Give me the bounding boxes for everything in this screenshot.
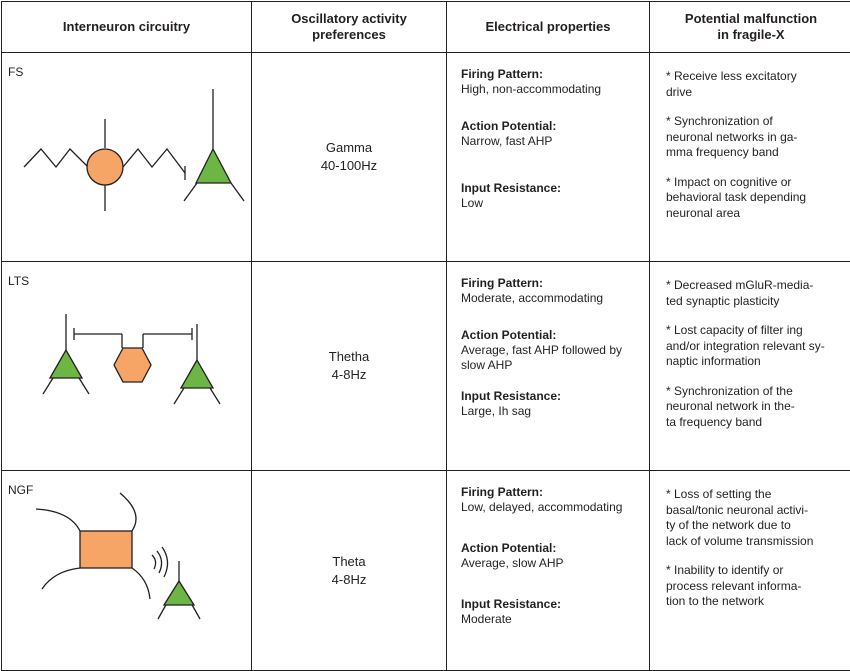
header-text: in fragile-X xyxy=(650,27,850,43)
basal-dendrite-right xyxy=(231,183,244,201)
prop-value: Large, Ih sag xyxy=(461,404,649,419)
basal-dendrite-left-1 xyxy=(43,378,53,394)
oscillation-band: Gamma xyxy=(252,139,446,157)
pyramidal-cell-triangle-icon xyxy=(164,581,194,605)
oscillation-frequency: 40-100Hz xyxy=(252,157,446,175)
prop-value: Moderate xyxy=(461,612,649,627)
malfunction-item: * Lost capacity of filter ing and/or int… xyxy=(666,323,846,370)
prop-value: Low xyxy=(461,196,649,211)
basal-dendrite-left xyxy=(184,183,197,201)
malfunction-item: * Inability to identify or process relev… xyxy=(666,563,846,610)
oscillation-band: Theta xyxy=(252,553,446,571)
process-bottom-right xyxy=(132,568,150,599)
process-top-left xyxy=(36,509,80,531)
prop-value: Narrow, fast AHP xyxy=(461,134,649,149)
table-row-ngf: NGF Theta 4-8Hz xyxy=(2,471,850,671)
prop-key: Firing Pattern: xyxy=(461,485,649,500)
prop-firing-pattern: Firing Pattern:Low, delayed, accommodati… xyxy=(461,485,649,515)
header-electrical-properties: Electrical properties xyxy=(447,2,650,53)
lts-circuit-diagram xyxy=(2,262,251,454)
circuitry-cell-ngf: NGF xyxy=(2,471,252,671)
fs-circuit-diagram xyxy=(2,53,251,245)
header-row: Interneuron circuitry Oscillatory activi… xyxy=(2,2,850,53)
header-text: Potential malfunction xyxy=(650,11,850,27)
prop-input-resistance: Input Resistance:Large, Ih sag xyxy=(461,389,649,419)
basal-dendrite-left-2 xyxy=(79,378,89,394)
table-row-lts: LTS xyxy=(2,262,850,471)
prop-key: Input Resistance: xyxy=(461,597,649,612)
oscillation-cell-fs: Gamma 40-100Hz xyxy=(252,53,447,262)
oscillation-frequency: 4-8Hz xyxy=(252,571,446,589)
malfunction-item: * Decreased mGluR-media- ted synaptic pl… xyxy=(666,278,846,309)
prop-action-potential: Action Potential:Average, fast AHP follo… xyxy=(461,328,649,373)
prop-value: Low, delayed, accommodating xyxy=(461,500,649,515)
process-top-right xyxy=(120,493,136,531)
prop-key: Action Potential: xyxy=(461,119,649,134)
malfunction-item: * Loss of setting the basal/tonic neuron… xyxy=(666,487,846,549)
prop-value: High, non-accommodating xyxy=(461,82,649,97)
prop-key: Firing Pattern: xyxy=(461,276,649,291)
prop-action-potential: Action Potential:Average, slow AHP xyxy=(461,541,649,571)
oscillation-frequency: 4-8Hz xyxy=(252,366,446,384)
circuitry-cell-lts: LTS xyxy=(2,262,252,471)
prop-action-potential: Action Potential:Narrow, fast AHP xyxy=(461,119,649,149)
prop-key: Action Potential: xyxy=(461,541,649,556)
prop-key: Action Potential: xyxy=(461,328,649,343)
header-text: Electrical properties xyxy=(447,19,649,35)
axon-right xyxy=(123,149,185,173)
prop-value: Average, slow AHP xyxy=(461,556,649,571)
basal-dendrite-right-2 xyxy=(210,388,220,404)
prop-input-resistance: Input Resistance:Low xyxy=(461,181,649,211)
malfunction-item: * Synchronization of the neuronal networ… xyxy=(666,384,846,431)
malfunction-cell-fs: * Receive less excitatory drive * Synchr… xyxy=(650,53,850,262)
prop-value: Moderate, accommodating xyxy=(461,291,649,306)
malfunction-item: * Synchronization of neuronal networks i… xyxy=(666,114,846,161)
circuitry-cell-fs: FS xyxy=(2,53,252,262)
header-text: Oscillatory activity xyxy=(252,11,446,27)
oscillation-cell-ngf: Theta 4-8Hz xyxy=(252,471,447,671)
header-text: Interneuron circuitry xyxy=(2,19,251,35)
malfunction-item: * Impact on cognitive or behavioral task… xyxy=(666,175,846,222)
pyramidal-cell-triangle-right-icon xyxy=(181,360,213,388)
prop-value: Average, fast AHP followed by slow AHP xyxy=(461,343,643,373)
process-bottom-left xyxy=(42,568,80,589)
basal-dendrite-right-1 xyxy=(174,388,184,404)
pyramidal-cell-triangle-left-icon xyxy=(50,350,82,378)
volume-transmission-wave-1-icon xyxy=(152,555,156,569)
prop-key: Input Resistance: xyxy=(461,389,649,404)
volume-transmission-wave-2-icon xyxy=(157,551,162,573)
prop-key: Firing Pattern: xyxy=(461,67,649,82)
ngf-interneuron-square-icon xyxy=(80,531,132,568)
dendrite-left xyxy=(24,149,88,167)
prop-firing-pattern: Firing Pattern:High, non-accommodating xyxy=(461,67,649,97)
malfunction-cell-lts: * Decreased mGluR-media- ted synaptic pl… xyxy=(650,262,850,471)
properties-cell-lts: Firing Pattern:Moderate, accommodating A… xyxy=(447,262,650,471)
prop-input-resistance: Input Resistance:Moderate xyxy=(461,597,649,627)
malfunction-item: * Receive less excitatory drive xyxy=(666,69,846,100)
volume-transmission-wave-3-icon xyxy=(162,547,168,577)
malfunction-cell-ngf: * Loss of setting the basal/tonic neuron… xyxy=(650,471,850,671)
prop-firing-pattern: Firing Pattern:Moderate, accommodating xyxy=(461,276,649,306)
fs-interneuron-circle-icon xyxy=(87,149,123,185)
oscillation-cell-lts: Thetha 4-8Hz xyxy=(252,262,447,471)
properties-cell-fs: Firing Pattern:High, non-accommodating A… xyxy=(447,53,650,262)
header-text: preferences xyxy=(252,27,446,43)
pyramidal-cell-triangle-icon xyxy=(196,149,231,183)
header-interneuron-circuitry: Interneuron circuitry xyxy=(2,2,252,53)
prop-key: Input Resistance: xyxy=(461,181,649,196)
table-row-fs: FS Gamma 40-100Hz Firing xyxy=(2,53,850,262)
properties-cell-ngf: Firing Pattern:Low, delayed, accommodati… xyxy=(447,471,650,671)
oscillation-band: Thetha xyxy=(252,348,446,366)
lts-interneuron-hexagon-icon xyxy=(114,348,151,382)
